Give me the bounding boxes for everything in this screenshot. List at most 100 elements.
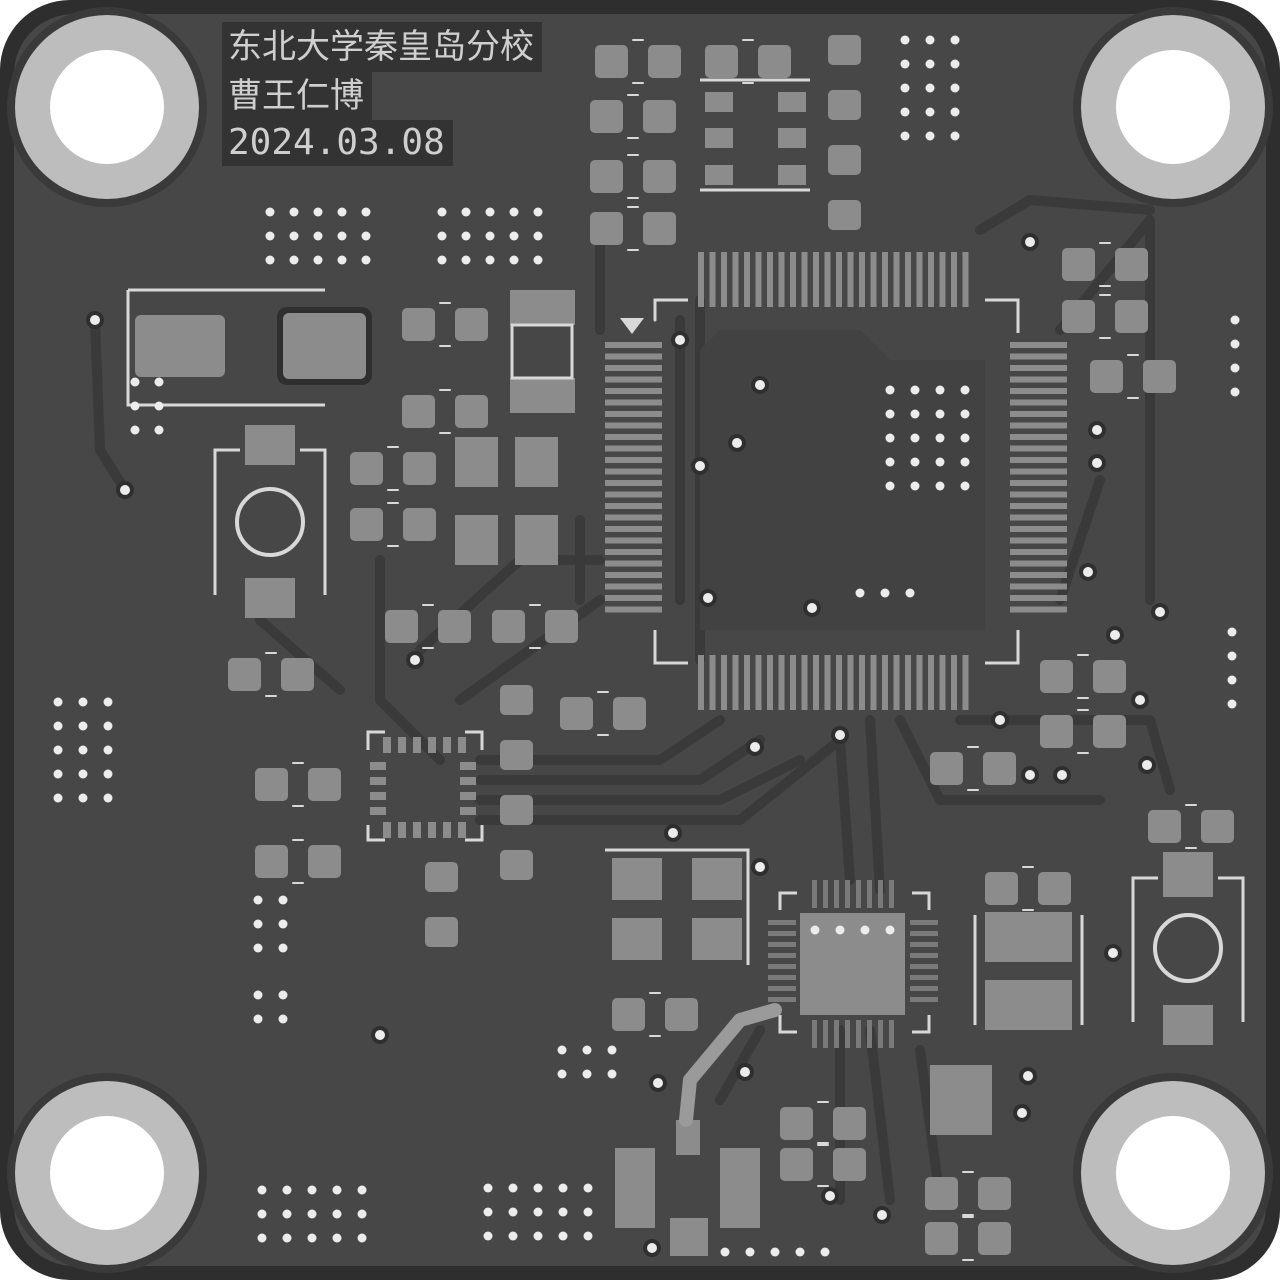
via bbox=[253, 990, 263, 1000]
via bbox=[332, 1233, 342, 1243]
passive-pad bbox=[925, 1222, 958, 1255]
passive-pad bbox=[705, 45, 738, 78]
via bbox=[485, 255, 495, 265]
qfn-outline bbox=[778, 891, 931, 1034]
via bbox=[582, 1045, 592, 1055]
via bbox=[361, 207, 371, 217]
sot-pad bbox=[705, 128, 733, 148]
via bbox=[103, 769, 113, 779]
via bbox=[703, 593, 713, 603]
via bbox=[282, 1233, 292, 1243]
via bbox=[130, 401, 140, 411]
passive-pad bbox=[500, 795, 533, 825]
via bbox=[1057, 770, 1067, 780]
via bbox=[361, 255, 371, 265]
switch-pad bbox=[1163, 852, 1213, 897]
via bbox=[950, 83, 960, 93]
qfn-pin bbox=[845, 1020, 850, 1048]
mcu-pin-bottom bbox=[778, 655, 785, 710]
mcu-pin-top bbox=[962, 252, 969, 307]
qfn-pin bbox=[768, 975, 796, 980]
via bbox=[313, 207, 323, 217]
mcu-pin-left bbox=[605, 411, 662, 417]
via bbox=[835, 925, 845, 935]
via bbox=[900, 35, 910, 45]
copper-trace bbox=[955, 715, 1175, 795]
switch-outline bbox=[213, 448, 327, 595]
passive-pad bbox=[1115, 248, 1148, 281]
copper-trace bbox=[90, 315, 130, 495]
via bbox=[253, 919, 263, 929]
mcu-pin-left bbox=[605, 457, 662, 463]
passive-pad bbox=[228, 658, 261, 691]
passive-pad bbox=[828, 145, 861, 175]
copper-trace bbox=[475, 715, 725, 765]
via bbox=[265, 207, 275, 217]
via bbox=[410, 655, 420, 665]
switch-circle bbox=[1153, 913, 1223, 983]
mcu-pin-bottom bbox=[847, 655, 854, 710]
via bbox=[265, 255, 275, 265]
via bbox=[935, 433, 945, 443]
diode-pad bbox=[510, 378, 575, 413]
via bbox=[307, 1209, 317, 1219]
via bbox=[653, 1078, 663, 1088]
small-ic-pin bbox=[413, 737, 421, 753]
via bbox=[1110, 630, 1120, 640]
via bbox=[557, 1069, 567, 1079]
passive-pad bbox=[492, 610, 525, 643]
mcu-pin-bottom bbox=[870, 655, 877, 710]
copper-trace bbox=[835, 735, 855, 885]
via bbox=[647, 1243, 657, 1253]
mcu-pin-top bbox=[698, 252, 704, 307]
switch-pad bbox=[245, 578, 295, 618]
copper-trace bbox=[1055, 475, 1105, 605]
mcu-pin-right bbox=[1010, 480, 1067, 486]
mcu-pin-left bbox=[605, 399, 662, 406]
via bbox=[78, 793, 88, 803]
passive-pad bbox=[595, 45, 628, 78]
small-ic-pin bbox=[428, 822, 436, 838]
mcu-pin-right bbox=[1010, 434, 1067, 440]
passive-pad bbox=[1143, 360, 1176, 393]
mcu-pin-left bbox=[605, 560, 662, 567]
passive-pad bbox=[643, 212, 676, 245]
passive-pad bbox=[281, 658, 314, 691]
via bbox=[935, 481, 945, 491]
via bbox=[437, 231, 447, 241]
via bbox=[253, 1014, 263, 1024]
small-ic-pin bbox=[458, 822, 466, 838]
mcu-pin-bottom bbox=[882, 655, 888, 710]
mcu-pin-left bbox=[605, 434, 662, 440]
via bbox=[935, 385, 945, 395]
mcu-pin-right bbox=[1010, 583, 1067, 590]
via bbox=[925, 107, 935, 117]
via bbox=[900, 107, 910, 117]
via bbox=[583, 1231, 593, 1241]
passive-pad bbox=[648, 45, 681, 78]
via bbox=[130, 425, 140, 435]
silkscreen-school: 东北大学秦皇岛分校 bbox=[222, 22, 542, 72]
mcu-pin-top bbox=[893, 252, 900, 307]
via bbox=[78, 745, 88, 755]
via bbox=[695, 461, 705, 471]
diode-pad bbox=[510, 290, 575, 325]
via bbox=[307, 1233, 317, 1243]
via bbox=[509, 255, 519, 265]
mcu-pin-top bbox=[939, 252, 946, 307]
via bbox=[885, 457, 895, 467]
passive-pad bbox=[828, 90, 861, 120]
passive-pad bbox=[780, 1148, 813, 1181]
mcu-pin-top bbox=[813, 252, 819, 307]
via bbox=[825, 1191, 835, 1201]
via bbox=[770, 1247, 780, 1257]
via bbox=[313, 231, 323, 241]
sot-outline bbox=[700, 78, 810, 192]
mcu-pin-right bbox=[1010, 606, 1067, 613]
sot-pad bbox=[778, 165, 806, 185]
mcu-pin-right bbox=[1010, 503, 1067, 509]
small-ic-pin bbox=[398, 822, 406, 838]
mcu-pin-bottom bbox=[801, 655, 808, 710]
via bbox=[1023, 1071, 1033, 1081]
via bbox=[375, 1030, 385, 1040]
